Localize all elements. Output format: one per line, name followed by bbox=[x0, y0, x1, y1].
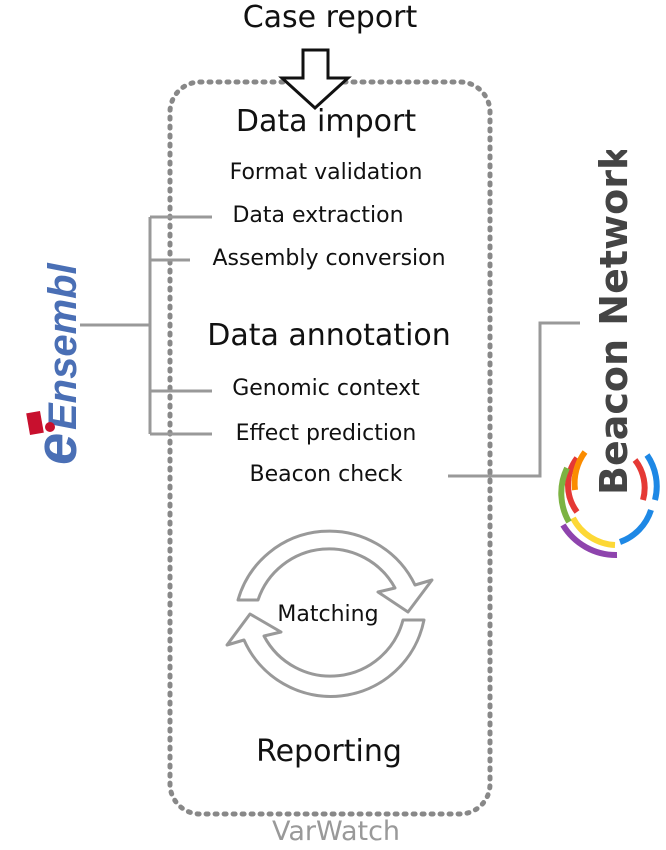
ensembl-logo: Ensembl e bbox=[24, 262, 88, 465]
matching-cycle-icon bbox=[225, 529, 434, 698]
reporting-title: Reporting bbox=[256, 734, 402, 769]
step-format-validation: Format validation bbox=[229, 160, 423, 185]
input-arrow bbox=[278, 48, 352, 111]
ensembl-wordmark: Ensembl bbox=[41, 262, 85, 430]
ensembl-exclamation-icon bbox=[26, 410, 44, 436]
matching-label: Matching bbox=[277, 602, 379, 627]
data-annotation-title: Data annotation bbox=[207, 318, 451, 353]
step-assembly-conversion: Assembly conversion bbox=[212, 246, 446, 271]
beacon-network-logo: Beacon Network bbox=[558, 150, 660, 559]
step-beacon-check: Beacon check bbox=[249, 462, 403, 487]
beacon-connector bbox=[448, 321, 580, 478]
beacon-network-wordmark: Beacon Network bbox=[592, 150, 636, 495]
step-data-extraction: Data extraction bbox=[232, 203, 404, 228]
ensembl-e-mark: e bbox=[24, 433, 88, 465]
step-genomic-context: Genomic context bbox=[232, 376, 420, 401]
ensembl-connector bbox=[80, 215, 212, 436]
ensembl-exclamation-dot-icon bbox=[45, 422, 55, 432]
case-report-title: Case report bbox=[242, 0, 418, 35]
data-import-title: Data import bbox=[235, 104, 417, 139]
step-effect-prediction: Effect prediction bbox=[235, 421, 417, 446]
varwatch-label: VarWatch bbox=[271, 816, 401, 847]
beacon-arcs-icon bbox=[558, 450, 660, 559]
varwatch-container bbox=[167, 79, 493, 817]
